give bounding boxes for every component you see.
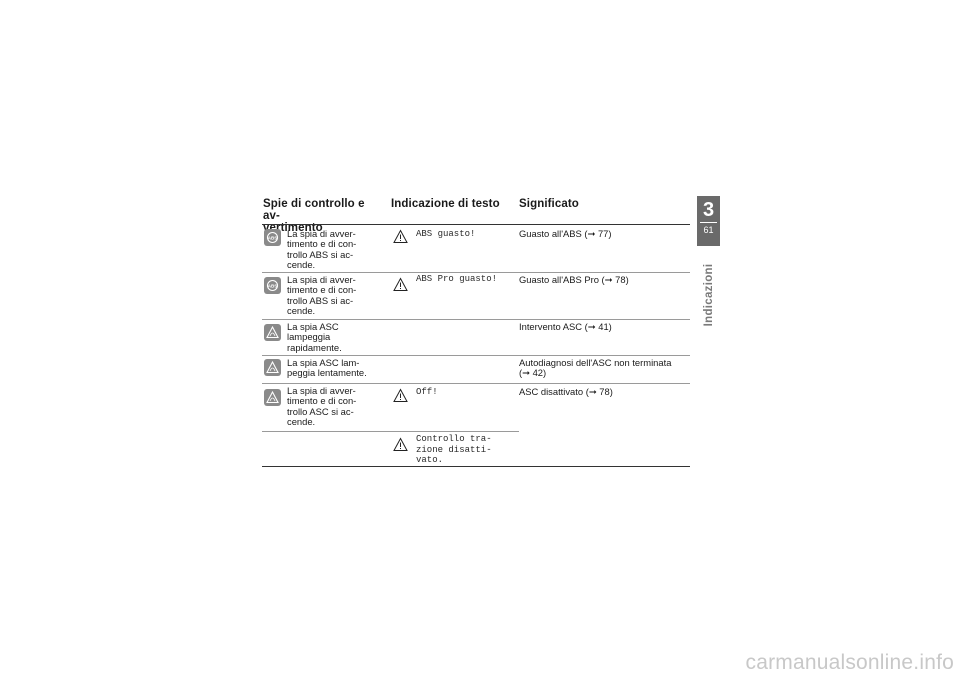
table-row-1-meaning: Guasto all'ABS (➞ 77) [519, 228, 612, 239]
chapter-title-text: Indicazioni [703, 263, 715, 327]
table-row-4-meaning: Autodiagnosi dell'ASC non terminata (➞ 4… [519, 357, 672, 379]
table-row-2-meaning: Guasto all'ABS Pro (➞ 78) [519, 274, 629, 285]
asc-warning-icon [264, 324, 281, 341]
column-header-meaning: Significato [519, 198, 579, 210]
page-number: 61 [703, 225, 714, 235]
row-divider [262, 319, 690, 320]
table-row-3-meaning: Intervento ASC (➞ 41) [519, 321, 612, 332]
table-row-5-text: Off! [416, 387, 438, 397]
chapter-number: 3 [702, 199, 715, 221]
header-divider [262, 224, 690, 225]
row-divider [262, 383, 690, 384]
table-row-1-text: ABS guasto! [416, 229, 476, 239]
table-row-5-meaning: ASC disattivato (➞ 78) [519, 386, 613, 397]
row-divider [262, 272, 690, 273]
chapter-title: Indicazioni [696, 250, 722, 340]
table-row-4-description: La spia ASC lam- peggia lentamente. [287, 357, 367, 379]
table-row-5-description: La spia di avver- timento e di con- trol… [287, 385, 357, 428]
table-row-6-text: Controllo tra- zione disatti- vato. [416, 434, 492, 466]
table-row-2-text: ABS Pro guasto! [416, 274, 498, 284]
table-row-3-description: La spia ASC lampeggia rapidamente. [287, 321, 342, 353]
triangle-warning-icon [393, 277, 408, 291]
row-divider [262, 355, 690, 356]
asc-warning-icon [264, 389, 281, 406]
svg-text:ABS: ABS [268, 235, 278, 240]
chapter-divider [700, 222, 717, 223]
table-row-2-description: La spia di avver- timento e di con- trol… [287, 274, 357, 317]
svg-text:ABS: ABS [268, 283, 278, 288]
asc-warning-icon [264, 359, 281, 376]
abs-warning-icon: ABS [264, 229, 281, 246]
table-row-1-description: La spia di avver- timento e di con- trol… [287, 228, 357, 271]
row-divider [262, 431, 519, 432]
column-header-text-indication: Indicazione di testo [391, 198, 500, 210]
watermark: carmanualsonline.info [745, 651, 954, 674]
triangle-warning-icon [393, 437, 408, 451]
triangle-warning-icon [393, 229, 408, 243]
abs-warning-icon: ABS [264, 277, 281, 294]
chapter-tab: 3 61 [697, 196, 720, 246]
table-bottom-border [262, 466, 690, 467]
triangle-warning-icon [393, 388, 408, 402]
column-header-warning-lights: Spie di controllo e av- vertimento [263, 198, 365, 234]
